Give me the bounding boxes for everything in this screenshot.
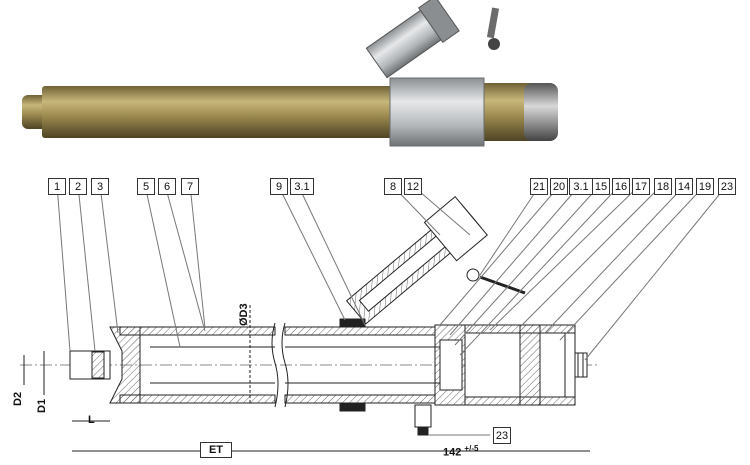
part-label-14: 14 <box>675 178 693 195</box>
part-label-1: 1 <box>48 178 66 195</box>
part-label-19: 19 <box>696 178 714 195</box>
dimension-l: L <box>88 414 95 426</box>
photo-tube <box>42 86 398 138</box>
part-label-21: 21 <box>530 178 548 195</box>
part-label-7: 7 <box>181 178 199 195</box>
photo-block <box>389 77 485 147</box>
photo-thumbscrew <box>488 38 500 50</box>
part-label-3: 3 <box>91 178 109 195</box>
part-label-17: 17 <box>632 178 650 195</box>
part-label-23: 23 <box>718 178 736 195</box>
photo-feed-tube <box>365 0 460 79</box>
dimension-main-tolerance: +/-5 <box>464 444 479 453</box>
part-label-3-1-a: 3.1 <box>290 178 314 195</box>
section-drawing <box>20 184 728 452</box>
photo-rear-tube <box>480 83 532 141</box>
dimension-main-length: 142 +/-5 <box>443 444 478 459</box>
part-label-20: 20 <box>550 178 568 195</box>
dimension-d3: ØD3 <box>238 303 250 326</box>
dimension-d2: D2 <box>12 391 24 406</box>
dimension-main-value: 142 <box>443 446 462 459</box>
dimension-et: ET <box>200 442 232 458</box>
part-label-2: 2 <box>69 178 87 195</box>
photo-tip <box>22 95 48 129</box>
part-label-12: 12 <box>404 178 422 195</box>
part-label-16: 16 <box>612 178 630 195</box>
photo-cap <box>524 83 558 141</box>
product-photo <box>22 0 558 147</box>
dimension-d1: D1 <box>36 398 48 413</box>
part-label-5: 5 <box>137 178 155 195</box>
part-label-23-bottom: 23 <box>493 427 511 444</box>
part-label-18: 18 <box>654 178 672 195</box>
part-label-3-1-b: 3.1 <box>569 178 593 195</box>
part-label-9: 9 <box>270 178 288 195</box>
part-label-6: 6 <box>158 178 176 195</box>
part-label-8: 8 <box>384 178 402 195</box>
part-label-15: 15 <box>592 178 610 195</box>
